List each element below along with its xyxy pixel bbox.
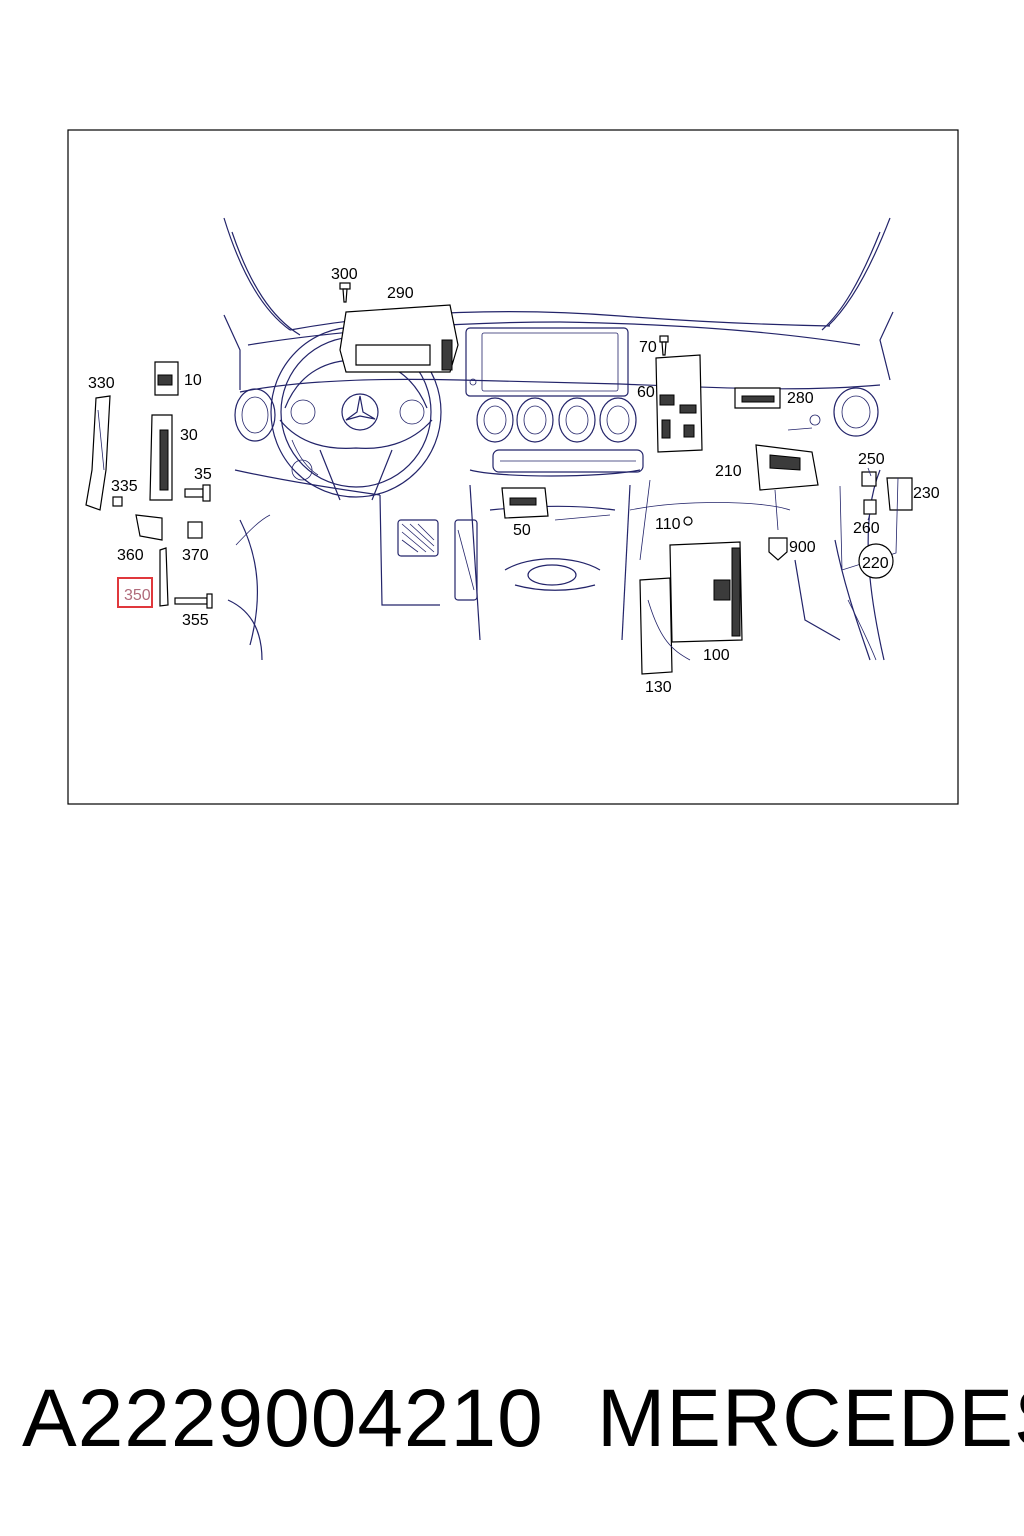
callout-900[interactable]: 900 (789, 539, 816, 556)
part-35-bolt (184, 484, 211, 502)
callout-100[interactable]: 100 (703, 647, 730, 664)
part-290-module (339, 304, 459, 373)
part-230-bracket (886, 477, 913, 511)
callout-280[interactable]: 280 (787, 390, 814, 407)
part-330-panel (85, 395, 111, 511)
dashboard-line-art (223, 217, 894, 661)
part-10-bracket (154, 361, 179, 396)
callout-220[interactable]: 220 (862, 555, 889, 572)
callout-350[interactable]: 350 (124, 587, 151, 604)
part-355-bolt (174, 593, 213, 609)
part-220-group (839, 477, 899, 579)
callout-330[interactable]: 330 (88, 375, 115, 392)
callout-250[interactable]: 250 (858, 451, 885, 468)
callout-360[interactable]: 360 (117, 547, 144, 564)
part-130-bracket (639, 577, 691, 675)
callout-70[interactable]: 70 (639, 339, 657, 356)
part-70-screw (659, 335, 669, 356)
callout-230[interactable]: 230 (913, 485, 940, 502)
callout-110[interactable]: 110 (655, 516, 681, 533)
callout-300[interactable]: 300 (331, 266, 358, 283)
part-900-connector (768, 537, 788, 561)
part-100-control-unit (669, 541, 743, 643)
callout-350-highlight-box (117, 577, 153, 608)
callout-260[interactable]: 260 (853, 520, 880, 537)
part-280-bracket (734, 387, 781, 409)
callout-130[interactable]: 130 (645, 679, 672, 696)
callout-370[interactable]: 370 (182, 547, 209, 564)
callout-30[interactable]: 30 (180, 427, 198, 444)
part-60-module (655, 354, 703, 453)
callout-60[interactable]: 60 (637, 384, 655, 401)
part-250-clip (861, 471, 877, 487)
component-parts (85, 282, 913, 675)
callout-210[interactable]: 210 (715, 463, 742, 480)
callout-35[interactable]: 35 (194, 466, 212, 483)
part-50-module (501, 487, 549, 519)
part-number-label: A2229004210 (22, 1373, 544, 1464)
callout-290[interactable]: 290 (387, 285, 414, 302)
part-370-clip (187, 521, 203, 539)
exploded-parts-diagram: 300 290 70 60 280 330 10 30 35 335 360 3… (67, 129, 959, 805)
part-360-bracket (135, 514, 163, 541)
callout-50[interactable]: 50 (513, 522, 531, 539)
part-335-clip (112, 496, 123, 507)
callout-335[interactable]: 335 (111, 478, 138, 495)
part-300-screw (339, 282, 351, 303)
callout-labels: 300 290 70 60 280 330 10 30 35 335 360 3… (88, 266, 940, 696)
leader-lines (867, 467, 872, 521)
part-260-clip (863, 499, 877, 515)
brand-label: MERCEDES (597, 1373, 1024, 1464)
callout-10[interactable]: 10 (184, 372, 202, 389)
part-30-module (149, 414, 173, 501)
part-110-clip (683, 516, 693, 526)
callout-355[interactable]: 355 (182, 612, 209, 629)
part-210-fusebox (755, 444, 819, 531)
part-350-strip (159, 547, 169, 607)
